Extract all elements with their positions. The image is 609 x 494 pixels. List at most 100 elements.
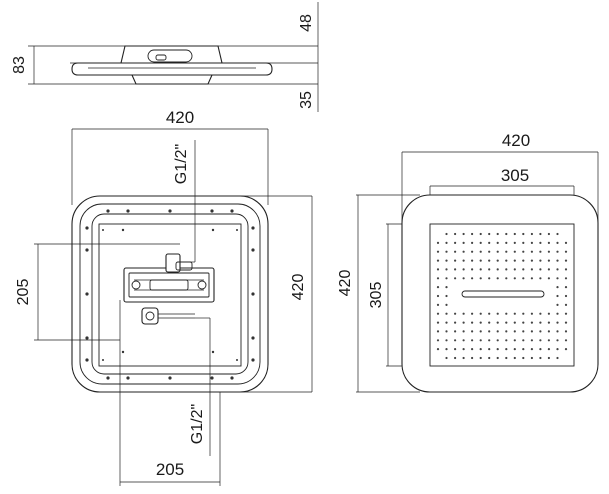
nozzle-dot	[522, 321, 525, 324]
nozzle-dot	[539, 277, 542, 280]
nozzle-dot	[547, 356, 551, 360]
nozzle-dot	[445, 356, 448, 360]
nozzle-dot	[556, 348, 559, 351]
nozzle-dot	[436, 348, 440, 351]
nozzle-dot	[564, 268, 568, 271]
nozzle-dot	[471, 277, 474, 280]
nozzle-dot	[505, 259, 508, 262]
nozzle-dot	[445, 259, 448, 262]
nozzle-dot	[547, 232, 551, 236]
nozzle-dot	[556, 356, 559, 360]
nozzle-dot	[564, 241, 568, 244]
nozzle-dot	[479, 277, 482, 280]
nozzle-dot	[556, 303, 559, 306]
nozzle-dot	[488, 330, 491, 333]
nozzle-dot	[445, 232, 448, 236]
nozzle-dot	[454, 268, 457, 271]
nozzle-dot	[471, 250, 474, 253]
nozzle-dot	[488, 339, 491, 342]
nozzle-dot	[496, 250, 499, 253]
front-outer-plate	[401, 194, 599, 393]
nozzle-dot	[471, 330, 474, 333]
nozzle-dot	[513, 277, 516, 280]
dim-front-inner-height: 305	[368, 282, 385, 309]
dim-plan-height: 420	[290, 274, 307, 301]
nozzle-dot	[522, 356, 525, 360]
nozzle-dot	[488, 312, 491, 315]
front-nozzle-grid	[436, 232, 568, 360]
nozzle-dot	[530, 312, 534, 315]
nozzle-dot	[445, 321, 448, 324]
nozzle-dot	[488, 268, 491, 271]
dim-front-height: 420	[337, 270, 354, 297]
nozzle-dot	[513, 259, 516, 262]
nozzle-dot	[530, 330, 534, 333]
dim-plan-inner: 205	[15, 279, 32, 306]
nozzle-dot	[488, 321, 491, 324]
nozzle-dot	[522, 268, 525, 271]
nozzle-dot	[556, 241, 559, 244]
nozzle-dot	[462, 241, 465, 244]
nozzle-dot	[471, 268, 474, 271]
nozzle-dot	[530, 348, 534, 351]
nozzle-dot	[436, 294, 440, 298]
plan-view: 420 420 205	[15, 108, 313, 486]
valve-inner	[128, 272, 210, 298]
nozzle-dot	[564, 250, 568, 253]
nozzle-dot	[505, 330, 508, 333]
nozzle-dot	[445, 286, 448, 289]
nozzle-dot	[454, 259, 457, 262]
nozzle-dot	[436, 312, 440, 315]
nozzle-dot	[479, 312, 482, 315]
nozzle-dot	[488, 277, 491, 280]
thread-bottom-label: G1/2"	[189, 404, 206, 444]
nozzle-dot	[513, 232, 516, 236]
nozzle-dot	[539, 241, 542, 244]
inlet-fitting	[165, 253, 181, 273]
nozzle-dot	[471, 339, 474, 342]
nozzle-dot	[539, 312, 542, 315]
nozzle-dot	[454, 330, 457, 333]
nozzle-dot	[454, 250, 457, 253]
dim-bottom-height: 35	[298, 91, 315, 109]
nozzle-dot	[462, 312, 465, 315]
nozzle-dot	[496, 241, 499, 244]
nozzle-dot	[454, 277, 457, 280]
side-plate	[71, 62, 273, 76]
nozzle-dot	[471, 321, 474, 324]
nozzle-dot	[479, 259, 482, 262]
nozzle-dot	[479, 268, 482, 271]
nozzle-dot	[539, 232, 542, 236]
nozzle-dot	[547, 330, 551, 333]
nozzle-dot	[522, 250, 525, 253]
nozzle-dot	[445, 294, 448, 298]
nozzle-dot	[564, 259, 568, 262]
nozzle-dot	[522, 330, 525, 333]
nozzle-dot	[505, 339, 508, 342]
nozzle-dot	[471, 312, 474, 315]
nozzle-dot	[436, 286, 440, 289]
nozzle-dot	[436, 330, 440, 333]
nozzle-dot	[505, 277, 508, 280]
nozzle-dot	[471, 356, 474, 360]
nozzle-dot	[522, 232, 525, 236]
nozzle-dot	[513, 250, 516, 253]
nozzle-dot	[479, 232, 482, 236]
nozzle-dot	[556, 339, 559, 342]
side-bottom	[131, 74, 213, 85]
nozzle-dot	[564, 348, 568, 351]
nozzle-dot	[530, 232, 534, 236]
nozzle-dot	[513, 348, 516, 351]
nozzle-dot	[556, 330, 559, 333]
nozzle-dot	[530, 259, 534, 262]
nozzle-dot	[436, 250, 440, 253]
nozzle-dot	[547, 348, 551, 351]
nozzle-dot	[445, 250, 448, 253]
nozzle-dot	[547, 312, 551, 315]
nozzle-dot	[547, 250, 551, 253]
nozzle-dot	[454, 339, 457, 342]
front-spray-face	[429, 223, 575, 367]
nozzle-dot	[505, 250, 508, 253]
nozzle-dot	[547, 321, 551, 324]
